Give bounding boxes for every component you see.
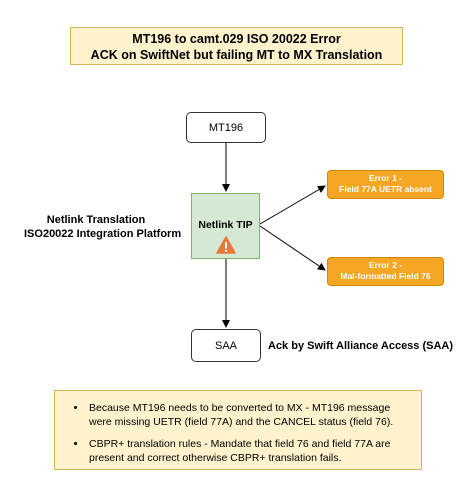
- arrow-tip-to-error-2: [259, 225, 326, 271]
- warning-triangle-icon: [216, 236, 236, 254]
- title-line-1: MT196 to camt.029 ISO 20022 Error: [132, 32, 341, 46]
- mt196-label: MT196: [208, 121, 244, 134]
- notes-box: Because MT196 needs to be converted to M…: [54, 390, 422, 470]
- platform-label: Netlink Translation ISO20022 Integration…: [24, 213, 182, 241]
- saa-label: SAA: [214, 339, 237, 352]
- error-2-line-1: Error 2 -: [368, 260, 403, 270]
- netlink-tip-node: Netlink TIP: [191, 193, 260, 259]
- netlink-tip-label: Netlink TIP: [198, 219, 253, 231]
- notes-list: Because MT196 needs to be converted to M…: [77, 402, 411, 465]
- diagram-title: MT196 to camt.029 ISO 20022 Error ACK on…: [70, 27, 403, 65]
- note-item: CBPR+ translation rules - Mandate that f…: [87, 438, 411, 465]
- note-item: Because MT196 needs to be converted to M…: [87, 402, 411, 429]
- error-2-line-2: Mal-formatted Field 76: [340, 271, 431, 281]
- platform-label-line-2: ISO20022 Integration Platform: [24, 228, 182, 240]
- mt196-node: MT196: [186, 112, 266, 143]
- arrow-tip-to-error-1: [259, 185, 326, 225]
- error-1-line-1: Error 1 -: [368, 173, 403, 183]
- saa-node: SAA: [191, 329, 261, 362]
- ack-label: Ack by Swift Alliance Access (SAA): [268, 340, 454, 352]
- error-2-box: Error 2 - Mal-formatted Field 76: [327, 257, 444, 286]
- title-line-2: ACK on SwiftNet but failing MT to MX Tra…: [90, 48, 383, 62]
- platform-label-line-1: Netlink Translation: [46, 214, 146, 226]
- error-1-box: Error 1 - Field 77A UETR absent: [327, 170, 444, 199]
- error-1-line-2: Field 77A UETR absent: [339, 184, 432, 194]
